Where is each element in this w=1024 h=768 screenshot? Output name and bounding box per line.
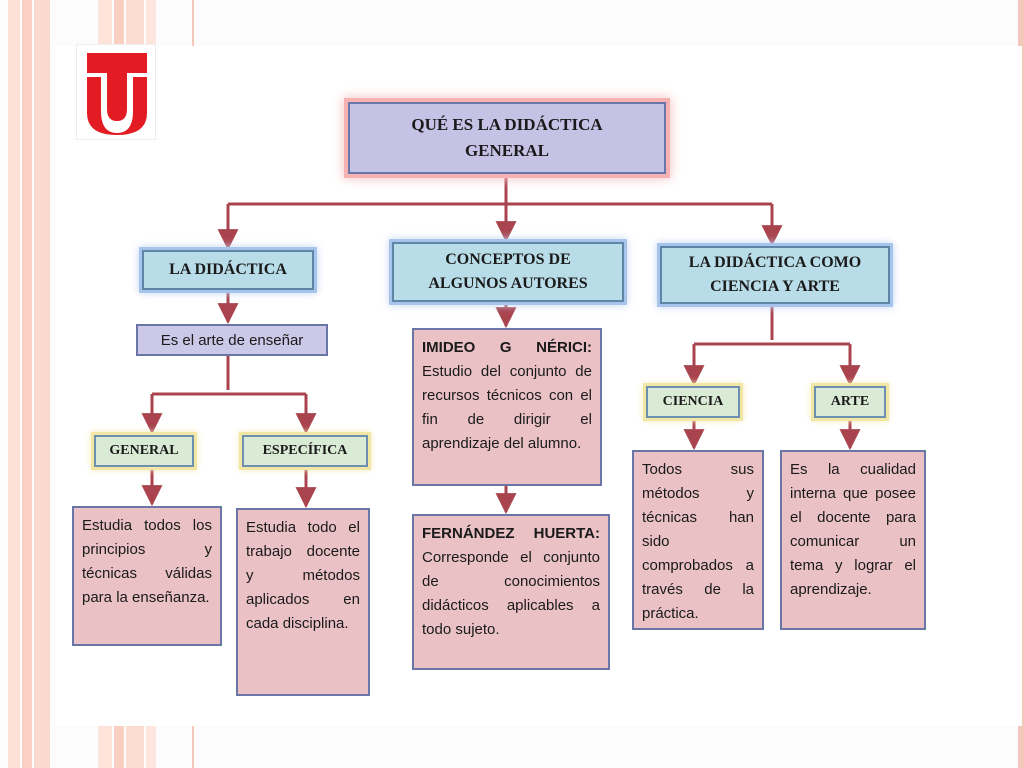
ciencia-label-node: CIENCIA xyxy=(646,386,740,418)
arte-description-node: Es la cualidad interna que posee el doce… xyxy=(780,450,926,630)
general-description: Estudia todos los principios y técnicas … xyxy=(82,517,212,606)
university-t-shield-icon xyxy=(87,53,147,135)
decor-stripe xyxy=(34,0,50,768)
arte-description: Es la cualidad interna que posee el doce… xyxy=(790,461,916,598)
nerici-concept-node: IMIDEO G NÉRICI: Estudio del conjunto de… xyxy=(412,328,602,486)
ciencia-description-node: Todos sus métodos y técnicas han sido co… xyxy=(632,450,764,630)
didactica-definition-node: Es el arte de enseñar xyxy=(136,324,328,356)
general-label-node: GENERAL xyxy=(94,435,194,467)
branch-ciencia-arte-title: LA DIDÁCTICA COMO CIENCIA Y ARTE xyxy=(688,254,862,295)
ciencia-description: Todos sus métodos y técnicas han sido co… xyxy=(642,461,754,622)
decor-stripe xyxy=(8,0,20,768)
especifica-label-node: ESPECÍFICA xyxy=(242,435,368,467)
decor-line xyxy=(192,726,194,768)
general-label: GENERAL xyxy=(109,443,179,458)
logo xyxy=(76,44,156,140)
nerici-definition: Estudio del conjunto de recursos técnico… xyxy=(422,363,592,452)
branch-conceptos-node: CONCEPTOS DE ALGUNOS AUTORES xyxy=(392,242,624,302)
branch-conceptos-title: CONCEPTOS DE ALGUNOS AUTORES xyxy=(428,251,588,292)
branch-didactica-node: LA DIDÁCTICA xyxy=(142,250,314,290)
branch-didactica-title: LA DIDÁCTICA xyxy=(169,261,287,278)
nerici-author: IMIDEO G NÉRICI: xyxy=(422,339,592,356)
especifica-description: Estudia todo el trabajo docente y método… xyxy=(246,519,360,632)
general-description-node: Estudia todos los principios y técnicas … xyxy=(72,506,222,646)
root-title: QUÉ ES LA DIDÁCTICA GENERAL xyxy=(411,115,603,160)
ciencia-label: CIENCIA xyxy=(662,394,724,409)
huerta-author: FERNÁNDEZ HUERTA: xyxy=(422,525,600,542)
decor-stripe xyxy=(22,0,32,768)
especifica-description-node: Estudia todo el trabajo docente y método… xyxy=(236,508,370,696)
arte-label-node: ARTE xyxy=(814,386,886,418)
arte-label: ARTE xyxy=(830,394,870,409)
branch-ciencia-arte-node: LA DIDÁCTICA COMO CIENCIA Y ARTE xyxy=(660,246,890,304)
decor-line xyxy=(192,0,194,46)
huerta-concept-node: FERNÁNDEZ HUERTA: Corresponde el conjunt… xyxy=(412,514,610,670)
especifica-label: ESPECÍFICA xyxy=(262,443,348,458)
root-node: QUÉ ES LA DIDÁCTICA GENERAL xyxy=(348,102,666,174)
huerta-definition: Corresponde el conjunto de conocimientos… xyxy=(422,549,600,638)
didactica-definition-text: Es el arte de enseñar xyxy=(160,331,304,349)
